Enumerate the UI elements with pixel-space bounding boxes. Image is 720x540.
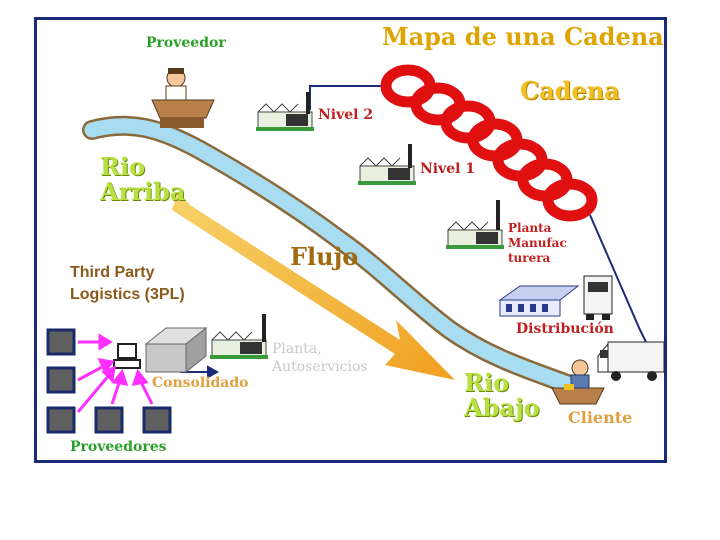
warehouse-icon <box>498 285 580 317</box>
diagram-title: Mapa de una Cadena <box>382 22 664 51</box>
computer-icon <box>113 343 141 369</box>
label-proveedor: Proveedor <box>146 35 226 51</box>
factory-icon <box>256 92 314 131</box>
label-flujo: Flujo <box>290 242 359 271</box>
factory-icon <box>358 144 416 185</box>
label-proveedores: Proveedores <box>70 439 167 455</box>
label-cadena: Cadena <box>520 76 620 105</box>
supplier-boxes <box>46 328 172 434</box>
label-rio-abajo: Rio Abajo <box>464 368 540 423</box>
supplier-arrows <box>76 333 154 413</box>
chain-icon <box>380 64 598 222</box>
person-desk-icon <box>151 68 215 128</box>
label-third-party-logistics: Third Party Logistics (3PL) <box>70 264 185 303</box>
factory-icon <box>210 314 268 359</box>
truck-icon <box>583 275 613 320</box>
factory-icon <box>446 200 504 249</box>
label-cliente: Cliente <box>568 408 633 427</box>
river-water <box>84 118 578 393</box>
label-nivel-1: Nivel 1 <box>420 161 476 177</box>
label-distribucion: Distribución <box>516 321 614 337</box>
label-planta-autoservicios: Planta, Autoservicios <box>272 341 368 376</box>
label-rio-arriba: Rio Arriba <box>100 152 186 207</box>
truck-icon <box>597 341 665 381</box>
label-nivel-2: Nivel 2 <box>318 107 374 123</box>
person-desk-icon <box>551 359 605 405</box>
flow-arrow <box>172 192 455 380</box>
label-consolidado: Consolidado <box>152 375 249 391</box>
label-planta-manufacturera: Planta Manufac turera <box>508 221 567 265</box>
box-icon <box>144 326 208 374</box>
